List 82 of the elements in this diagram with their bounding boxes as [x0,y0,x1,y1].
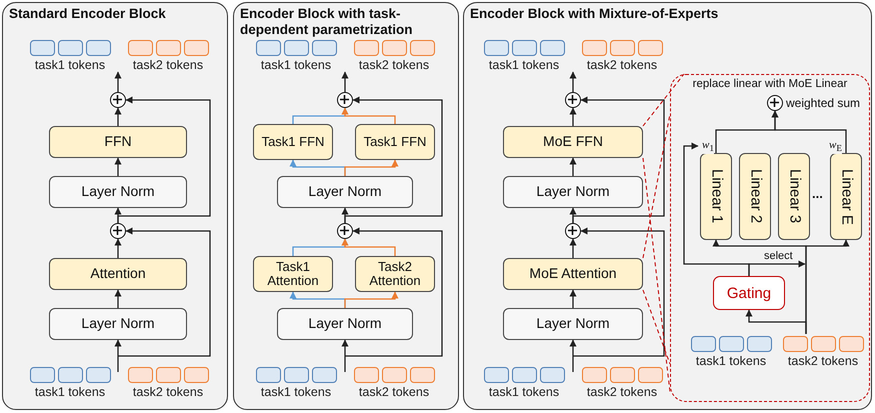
arrow [746,310,807,334]
linear-layer-box: Linear 3 [778,153,810,240]
sum-circle [110,223,126,239]
token-label: task2 tokens [358,385,430,399]
linear-layer-box: Linear E [830,153,862,240]
token-label: task1 tokens [696,354,766,368]
token-label: task2 tokens [132,385,204,399]
ellipsis-label: ... [812,186,823,201]
token-label: task1 tokens [488,385,560,399]
arrow [114,72,122,92]
process-box: MoE FFN [503,126,643,158]
token-label: task1 tokens [34,58,106,72]
arrow [573,228,665,357]
arrow [344,96,443,223]
arrow [342,238,396,256]
arrow [344,292,398,308]
panel-title: Standard Encoder Block [9,6,167,22]
process-box: Layer Norm [503,176,643,208]
arrow [683,142,750,276]
arrow [345,228,443,357]
callout-line [642,74,684,126]
sum-circle [767,95,783,111]
sum-circle [565,92,581,108]
sum-label: weighted sum [786,96,860,110]
arrow [572,96,665,223]
token-label: task2 tokens [788,354,858,368]
arrow [117,96,211,223]
arrow [570,108,576,126]
sum-circle [565,223,581,239]
arrow [344,160,398,176]
process-box: FFN [49,126,187,158]
arrow [114,108,122,126]
arrow [342,340,348,372]
arrow [570,238,576,258]
process-box: Task1 FFN [253,124,333,160]
callout-line [642,158,670,392]
arrow [570,158,576,176]
token-label: task2 tokens [586,58,658,72]
callout-line [642,114,670,258]
sum-circle [337,223,353,239]
process-box: Task1 FFN [355,124,435,160]
arrow [114,290,122,308]
edge-label: select [764,250,793,262]
arrow [118,228,211,357]
token-label: task2 tokens [586,385,658,399]
encoder-panel [463,2,872,410]
arrow [570,290,576,308]
panel-title: Encoder Block with Mixture-of-Experts [470,6,720,22]
sum-circle [110,92,126,108]
encoder-panel [233,2,459,410]
process-box: Layer Norm [277,176,413,208]
token-label: task1 tokens [488,58,560,72]
gating-box: Gating [713,276,785,310]
callout-line [642,290,670,364]
linear-layer-box: Linear 2 [739,153,771,240]
token-label: task2 tokens [132,58,204,72]
arrow [570,340,576,372]
zoom-callout [670,74,870,402]
arrow [342,108,396,124]
process-box: Layer Norm [49,308,187,340]
arrow [772,110,847,153]
process-box: Layer Norm [49,176,187,208]
token-label: task1 tokens [260,385,332,399]
sum-circle [337,92,353,108]
linear-layer-box: Linear 1 [700,153,732,240]
process-box: Layer Norm [277,308,413,340]
panel-title: Encoder Block with task-dependent parametrization [240,6,414,38]
process-box: Layer Norm [503,308,643,340]
token-label: task1 tokens [34,385,106,399]
process-box: Task2 Attention [355,256,435,292]
callout-title: replace linear with MoE Linear [692,78,848,90]
arrow [114,158,122,176]
arrow [114,238,122,258]
process-box: Task1 Attention [253,256,333,292]
arrow [342,72,348,92]
token-label: task2 tokens [358,58,430,72]
token-label: task1 tokens [260,58,332,72]
arrow [114,340,122,372]
encoder-panel [2,2,228,410]
process-box: MoE Attention [503,258,643,290]
arrow [570,72,576,92]
process-box: Attention [49,258,187,290]
